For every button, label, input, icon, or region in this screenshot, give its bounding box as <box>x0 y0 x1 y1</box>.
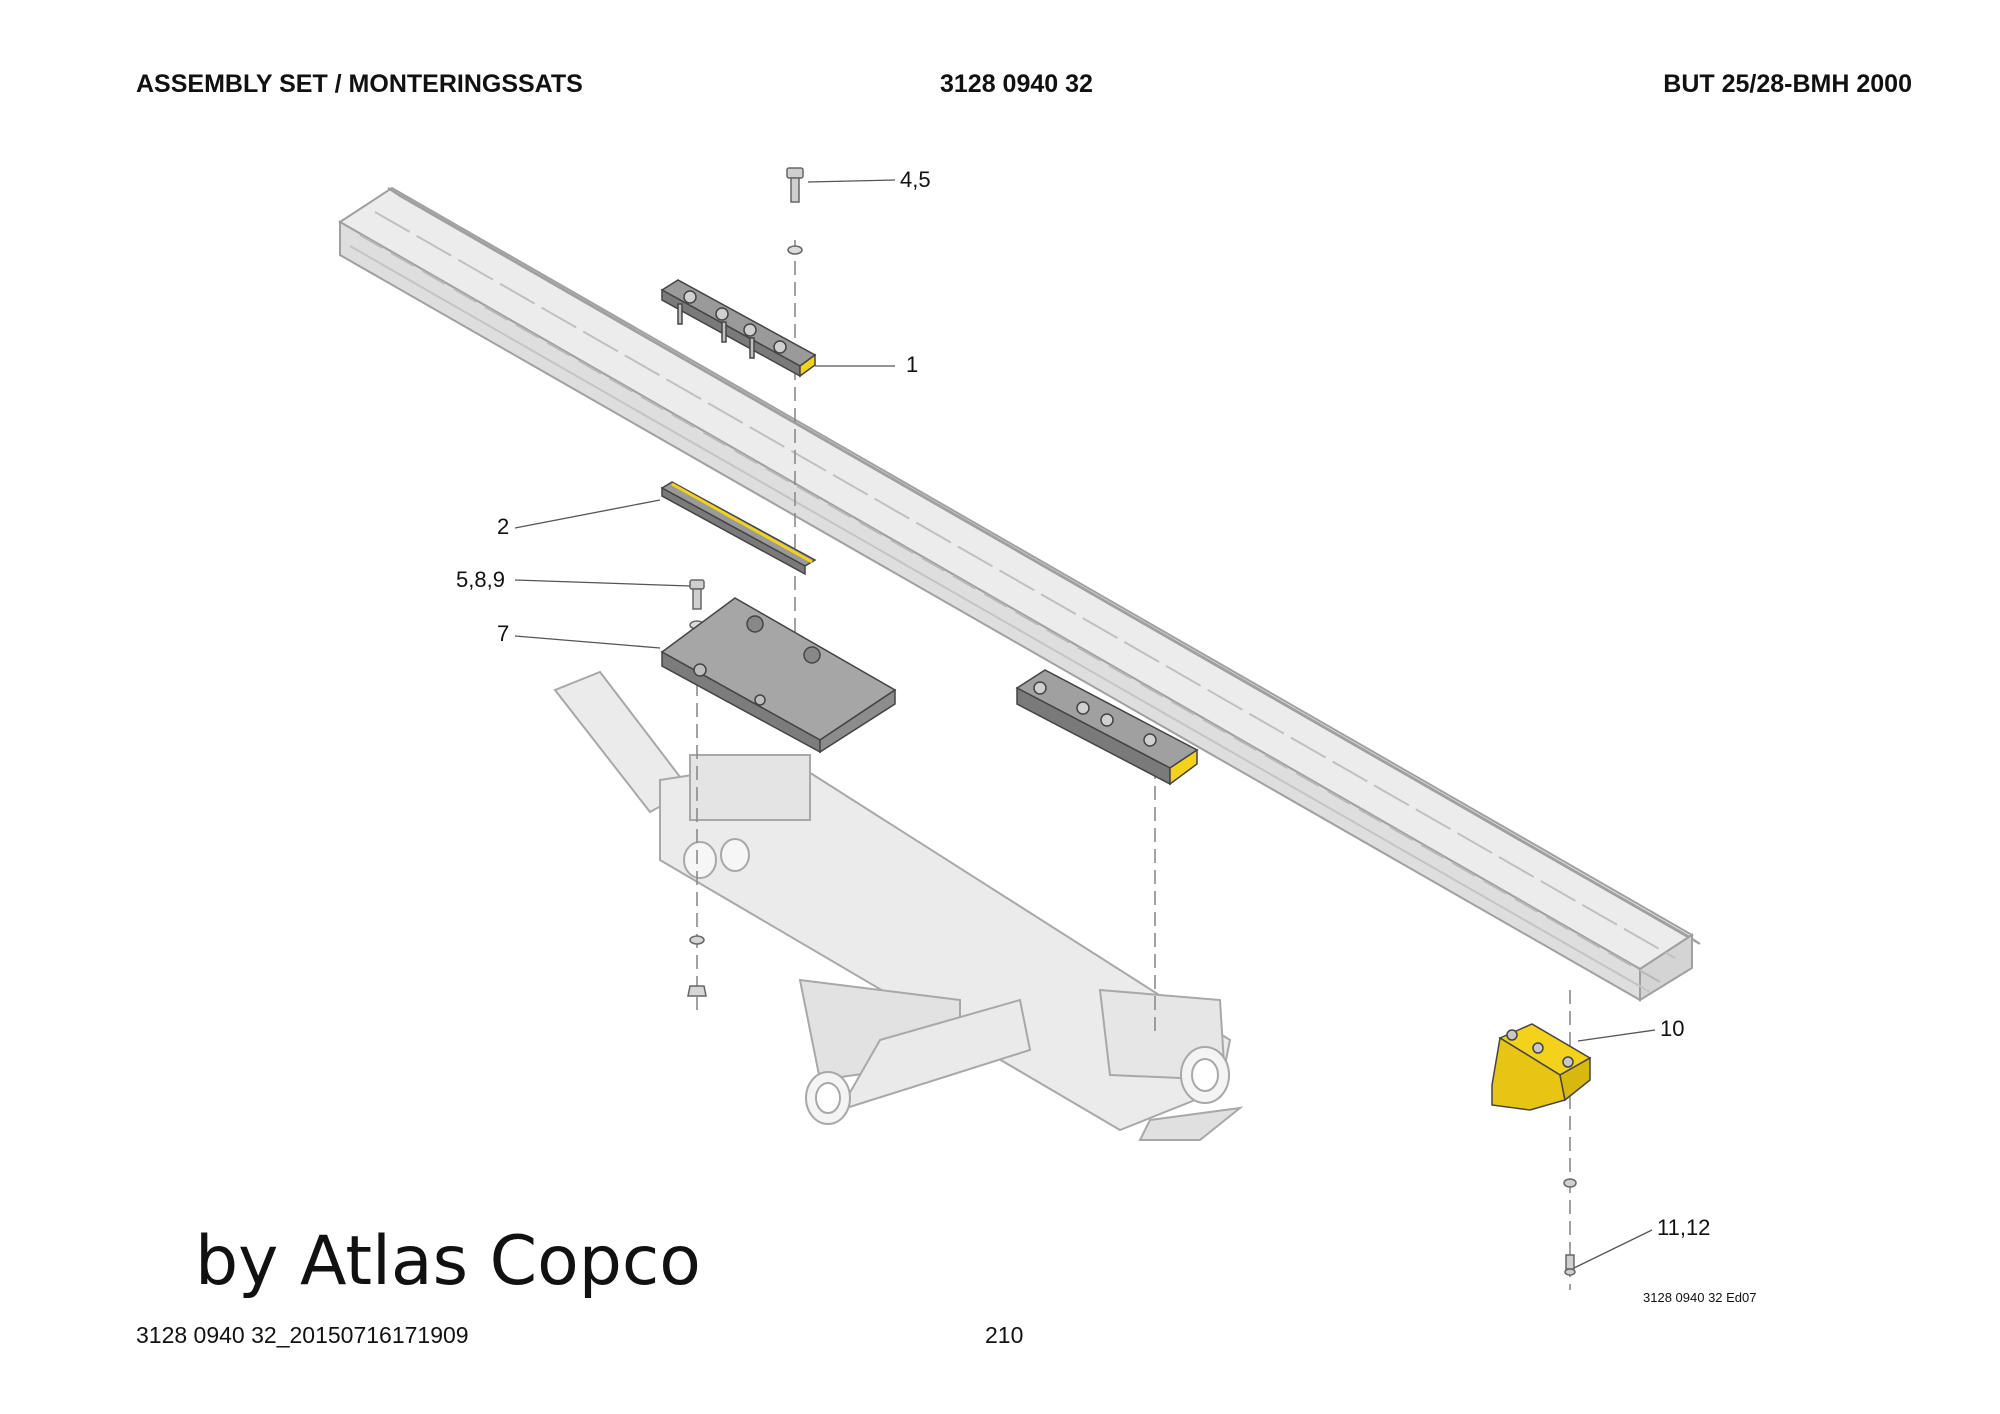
bracket-10 <box>1491 1023 1592 1111</box>
bolt-top-icon <box>786 167 804 255</box>
callout-10: 10 <box>1660 1016 1684 1041</box>
callout-4-5: 4,5 <box>900 167 931 192</box>
footer-page-number: 210 <box>985 1322 1024 1348</box>
spacer-strip-2 <box>660 481 817 576</box>
boom-body <box>553 670 1244 1141</box>
header-model: BUT 25/28-BMH 2000 <box>1663 70 1912 98</box>
callout-5-8-9: 5,8,9 <box>456 567 505 592</box>
washer-nut-icon <box>687 935 707 997</box>
callout-2: 2 <box>497 514 509 539</box>
watermark: by Atlas Copco <box>195 1222 701 1301</box>
screw-bottom-icon <box>1563 1178 1577 1276</box>
callout-11-12: 11,12 <box>1657 1215 1710 1240</box>
assembly-axes <box>696 240 1571 1290</box>
callout-1: 1 <box>906 352 918 377</box>
callout-7: 7 <box>497 621 509 646</box>
header-title: ASSEMBLY SET / MONTERINGSSATS <box>136 70 583 98</box>
footer-doc-id: 3128 0940 32_20150716171909 <box>136 1322 469 1348</box>
feed-beam <box>338 186 1701 1002</box>
drawing-reference: 3128 0940 32 Ed07 <box>1643 1290 1757 1305</box>
clamp-plate-right <box>1015 669 1199 786</box>
mounting-plate-7 <box>660 597 897 754</box>
leader-lines <box>514 179 1656 1269</box>
header-part-number: 3128 0940 32 <box>940 70 1093 98</box>
clamp-bar-1 <box>660 279 817 378</box>
